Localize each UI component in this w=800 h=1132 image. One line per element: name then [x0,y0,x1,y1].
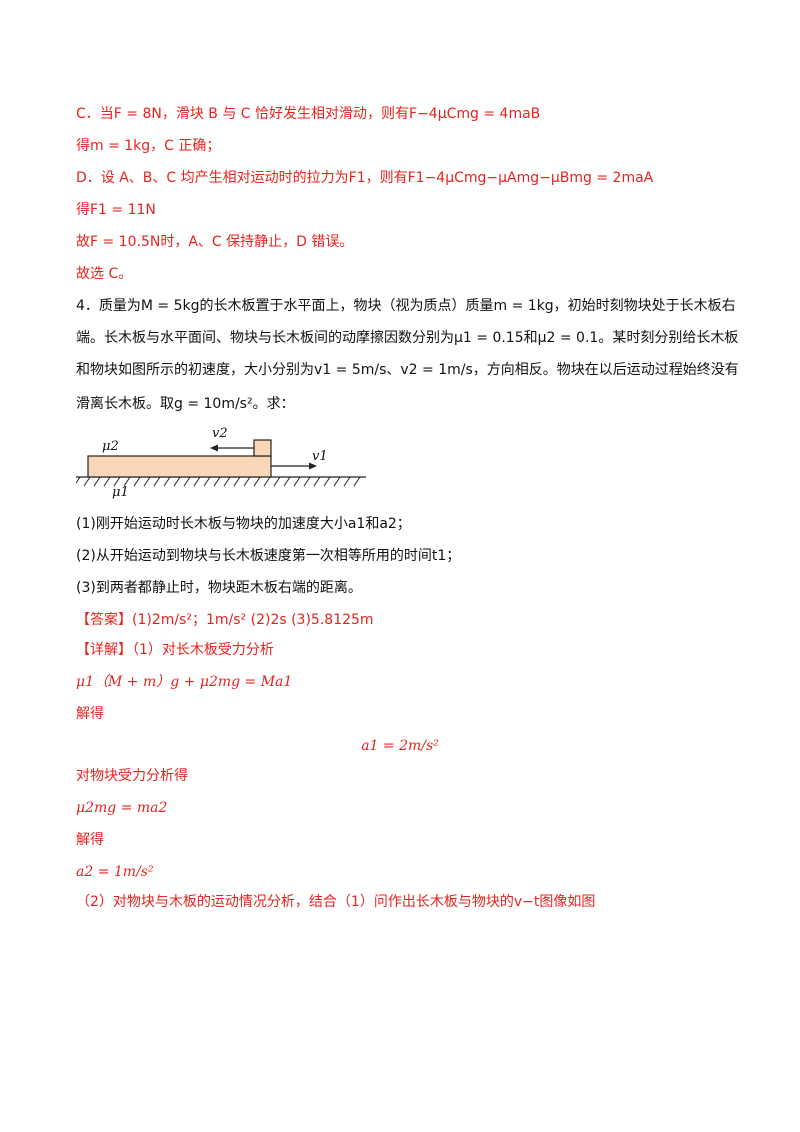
label-v2: v2 [212,426,228,441]
long-board [87,455,272,478]
question-4-line-2: 端。长木板与水平面间、物块与长木板间的动摩擦因数分别为μ1 = 0.15和μ2 … [76,330,739,346]
label-mu2: μ2 [102,439,119,454]
solve-label-1: 解得 [76,706,104,722]
question-4-sub-2: (2)从开始运动到物块与长木板速度第一次相等所用的时间t1； [76,548,461,564]
label-v1: v1 [312,449,328,464]
text-line-choice: 故选 C。 [76,266,133,282]
equation-board: μ1（M + m）g + μ2mg = Ma1 [76,674,293,690]
ground-hatching [73,476,361,487]
text-line-d: D．设 A、B、C 均产生相对运动时的拉力为F1，则有F1−4μCmg−μAmg… [76,170,654,186]
diagram-svg: μ2 μ1 v2 v1 [73,426,366,500]
text-line-f1: 得F1 = 11N [76,202,156,218]
equation-block: μ2mg = ma2 [76,800,168,816]
v2-arrowhead [210,444,218,452]
text-line-c: C．当F = 8N，滑块 B 与 C 恰好发生相对滑动，则有F−4μCmg = … [76,106,541,122]
part-2-intro: （2）对物块与木板的运动情况分析，结合（1）问作出长木板与物块的v−t图像如图 [76,894,596,910]
text-line-d-result: 故F = 10.5N时，A、C 保持静止，D 错误。 [76,234,354,250]
question-4-line-3: 和物块如图所示的初速度，大小分别为v1 = 5m/s、v2 = 1m/s，方向相… [76,362,739,378]
question-4-line-4: 滑离长木板。取g = 10m/s²。求： [76,396,295,412]
block-analysis: 对物块受力分析得 [76,768,188,784]
answer-line: 【答案】(1)2m/s²；1m/s² (2)2s (3)5.8125m [76,612,374,628]
question-4-sub-3: (3)到两者都静止时，物块距木板右端的距离。 [76,580,362,596]
detail-heading: 【详解】（1）对长木板受力分析 [76,642,274,658]
solve-label-2: 解得 [76,832,104,848]
text-line-c-result: 得m = 1kg，C 正确； [76,138,221,154]
v1-arrowhead [309,462,317,470]
equation-a1: a1 = 2m/s² [361,738,439,754]
question-4-sub-1: (1)刚开始运动时长木板与物块的加速度大小a1和a2； [76,516,411,532]
label-mu1: μ1 [112,485,129,500]
question-4-line-1: 4．质量为M = 5kg的长木板置于水平面上，物块（视为质点）质量m = 1kg… [76,298,736,314]
equation-a2: a2 = 1m/s² [76,864,154,880]
board-block-diagram: μ2 μ1 v2 v1 [73,420,376,500]
small-block [253,439,272,457]
